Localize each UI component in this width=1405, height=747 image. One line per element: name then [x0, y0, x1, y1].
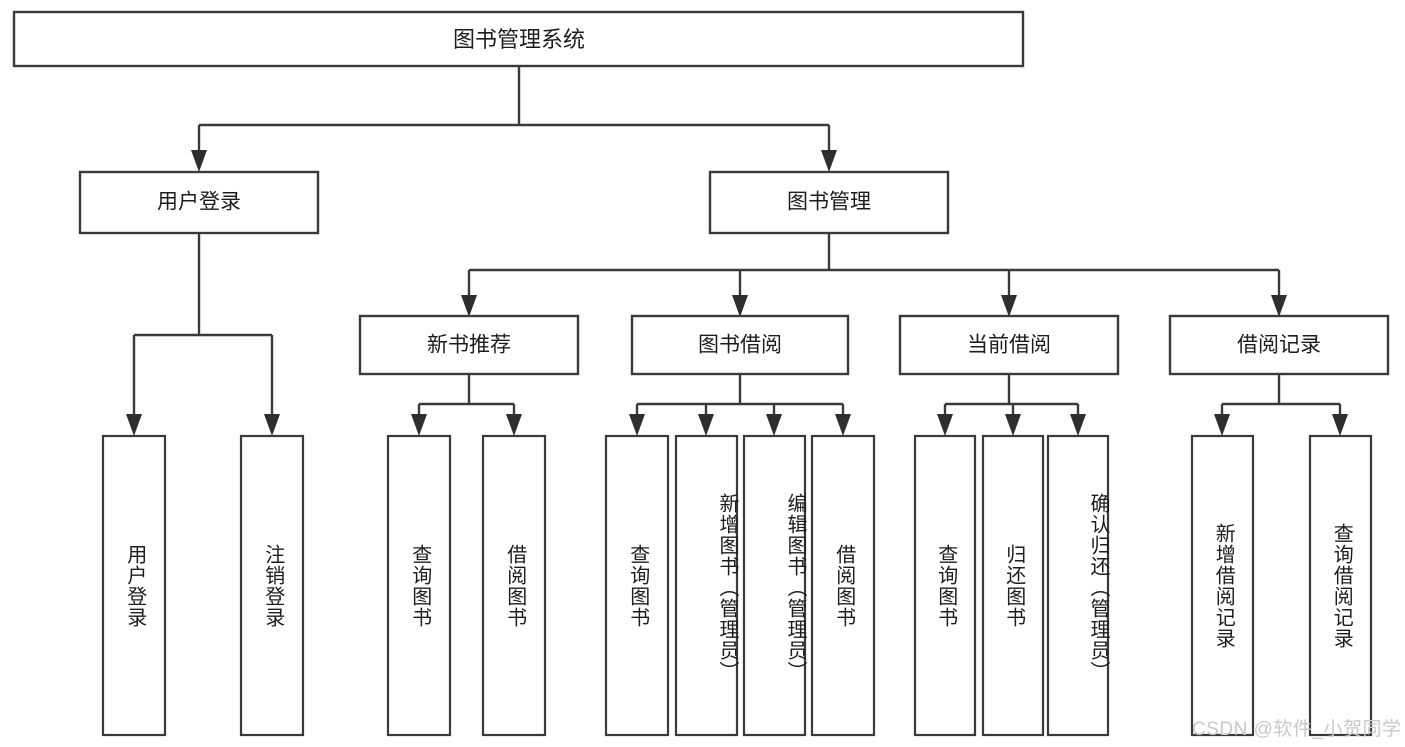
node-user-login-box[interactable] — [78, 170, 320, 235]
node-current-borrow-label: 当前借阅 — [967, 334, 1051, 357]
node-new-book-rec-box[interactable] — [358, 314, 580, 376]
node-book-borrow-label: 图书借阅 — [698, 334, 782, 357]
arrow-to-leaf-rec-borrow — [506, 414, 522, 436]
node-leaf-borrow-add-box[interactable] — [674, 434, 739, 737]
arrow-to-current-borrow — [1001, 295, 1017, 317]
arrow-to-leaf-borrow-query — [629, 414, 645, 436]
arrow-to-leaf-borrow-add — [698, 414, 714, 436]
node-leaf-borrow-lend-box[interactable] — [810, 434, 876, 737]
node-leaf-borrow-query-box[interactable] — [604, 434, 670, 737]
node-borrow-record-label: 借阅记录 — [1237, 334, 1321, 357]
node-leaf-user-login-box[interactable] — [101, 434, 167, 737]
arrow-to-leaf-rec-add — [1214, 414, 1230, 436]
arrow-to-leaf-rec-search — [1332, 414, 1348, 436]
arrow-to-book-borrow — [732, 295, 748, 317]
arrow-to-new-book-rec — [461, 295, 477, 317]
node-leaf-rec-query-box[interactable] — [386, 434, 452, 737]
arrow-to-book-mgmt — [821, 150, 837, 172]
arrow-to-user-login — [191, 150, 207, 172]
node-current-borrow-box[interactable] — [898, 314, 1120, 376]
node-leaf-cur-query-box[interactable] — [913, 434, 977, 737]
arrow-to-leaf-cur-query — [937, 414, 953, 436]
arrow-to-borrow-record — [1271, 295, 1287, 317]
arrow-to-leaf-user-logout — [264, 414, 280, 436]
node-root-label: 图书管理系统 — [453, 27, 585, 52]
arrow-to-leaf-cur-confirm — [1070, 414, 1086, 436]
node-leaf-borrow-edit-box[interactable] — [742, 434, 807, 737]
node-borrow-record-box[interactable] — [1168, 314, 1390, 376]
connector-layer — [126, 66, 1348, 436]
node-leaf-cur-confirm-box[interactable] — [1046, 434, 1110, 737]
arrow-to-leaf-user-login — [126, 414, 142, 436]
node-root-box[interactable] — [12, 10, 1025, 68]
node-new-book-rec-label: 新书推荐 — [427, 334, 511, 357]
arrow-to-leaf-rec-query — [411, 414, 427, 436]
node-user-login-label: 用户登录 — [157, 191, 241, 214]
node-leaf-user-logout-box[interactable] — [239, 434, 305, 737]
node-leaf-rec-search-box[interactable] — [1308, 434, 1373, 737]
node-leaf-rec-borrow-box[interactable] — [481, 434, 547, 737]
arrow-to-leaf-borrow-edit — [766, 414, 782, 436]
node-leaf-rec-add-box[interactable] — [1190, 434, 1255, 737]
csdn-watermark: CSDN @软件_小贺同学 — [1192, 719, 1402, 740]
node-book-mgmt-box[interactable] — [708, 170, 950, 235]
node-leaf-cur-return-box[interactable] — [981, 434, 1045, 737]
node-book-borrow-box[interactable] — [630, 314, 850, 376]
arrow-to-leaf-borrow-lend — [835, 414, 851, 436]
node-layer: 图书管理系统 用户登录 图书管理 新书推荐 图书借阅 当前借阅 借阅记录 — [12, 10, 1390, 737]
arrow-to-leaf-cur-return — [1005, 414, 1021, 436]
node-book-mgmt-label: 图书管理 — [787, 191, 871, 214]
